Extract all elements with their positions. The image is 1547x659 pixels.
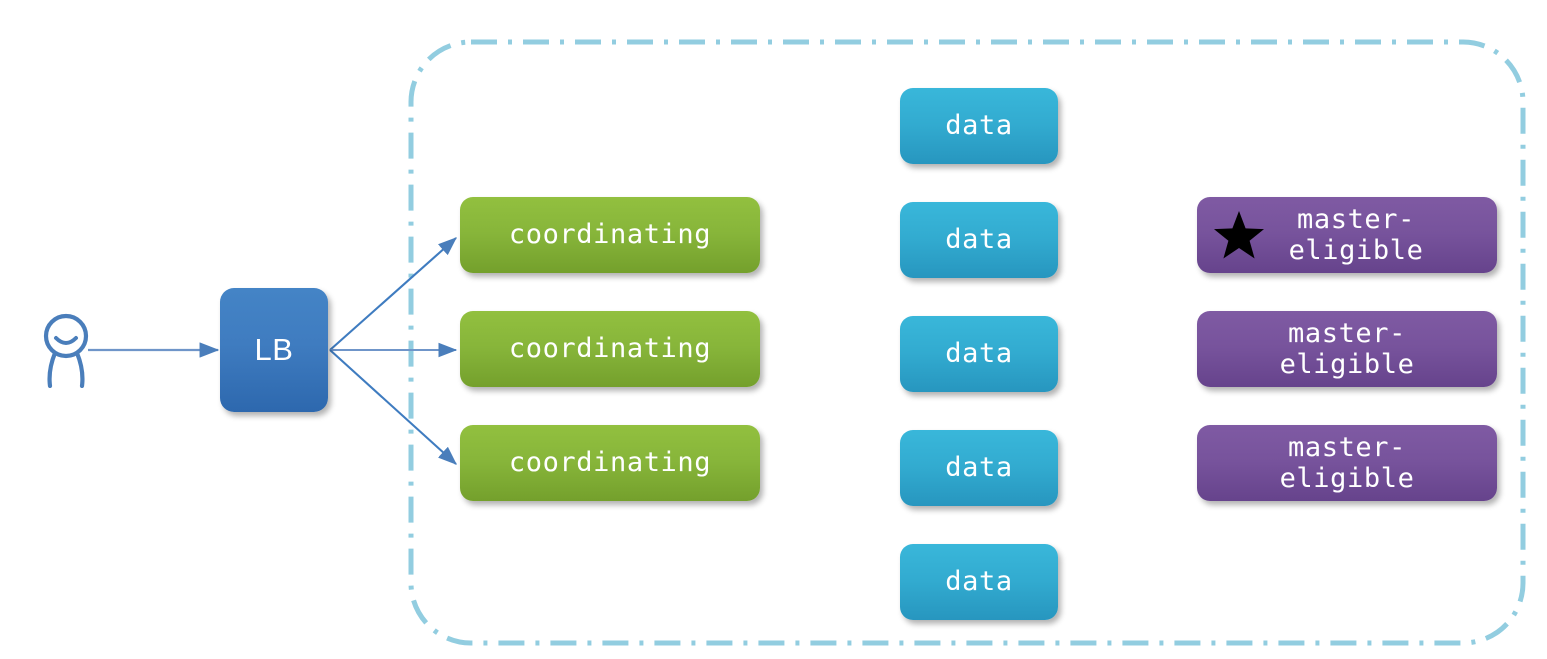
- star-icon: [1213, 209, 1265, 261]
- connector-lb-to-coordinating-3: [329, 349, 457, 465]
- coordinating-node-1[interactable]: coordinating: [460, 197, 760, 273]
- connector-lb-to-coordinating-1: [329, 237, 457, 351]
- master-eligible-label-2: master- eligible: [1279, 317, 1415, 380]
- master-eligible-label-3: master- eligible: [1279, 431, 1415, 494]
- load-balancer-node[interactable]: LB: [220, 288, 328, 412]
- user-person-icon: [38, 312, 98, 388]
- master-eligible-label-1: master- eligible: [1288, 203, 1424, 266]
- data-node-1[interactable]: data: [900, 88, 1058, 164]
- master-eligible-node-3[interactable]: master- eligible: [1197, 425, 1497, 501]
- coordinating-node-3[interactable]: coordinating: [460, 425, 760, 501]
- master-eligible-node-1[interactable]: master- eligible: [1197, 197, 1497, 273]
- master-eligible-node-2[interactable]: master- eligible: [1197, 311, 1497, 387]
- data-node-3[interactable]: data: [900, 316, 1058, 392]
- coordinating-node-2[interactable]: coordinating: [460, 311, 760, 387]
- data-node-4[interactable]: data: [900, 430, 1058, 506]
- data-node-2[interactable]: data: [900, 202, 1058, 278]
- data-node-5[interactable]: data: [900, 544, 1058, 620]
